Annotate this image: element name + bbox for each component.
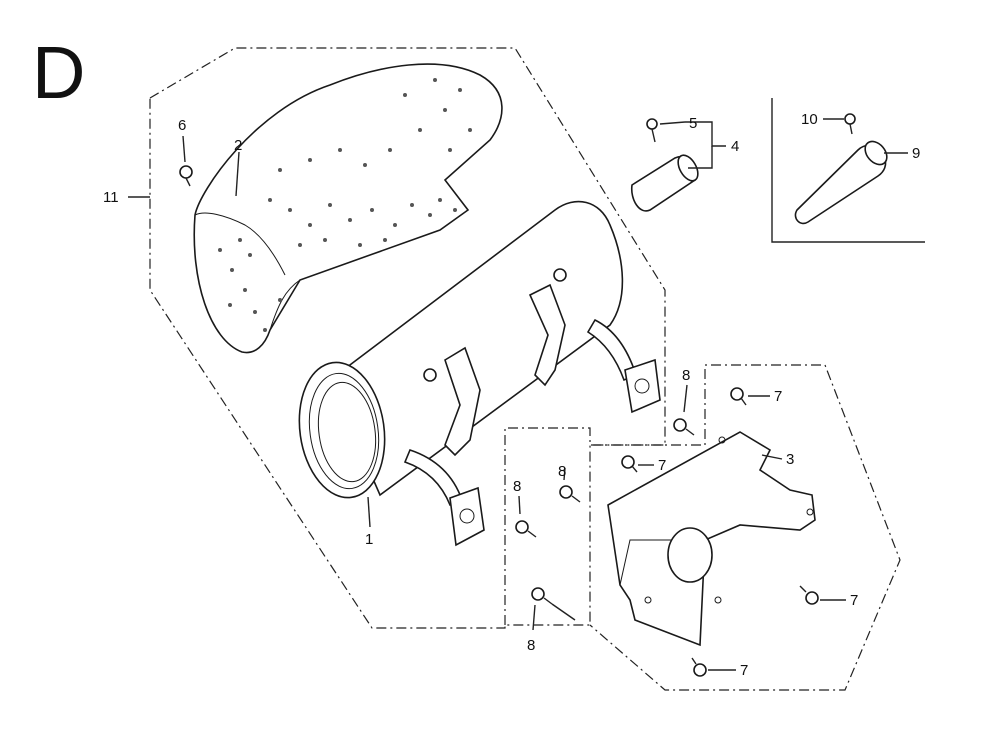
muffler-body <box>298 200 661 547</box>
callout-7d: 7 <box>740 662 748 679</box>
callout-7c: 7 <box>850 592 858 609</box>
leader-lines <box>128 118 908 671</box>
section-letter: D <box>32 31 85 114</box>
callout-10: 10 <box>801 111 818 128</box>
callout-2: 2 <box>234 137 242 154</box>
muffler-protector <box>607 431 816 647</box>
bolt-8c <box>515 520 537 538</box>
bracket-outline <box>504 364 901 691</box>
callout-8a: 8 <box>682 367 690 384</box>
heat-shield <box>193 63 503 354</box>
bolt-7b <box>621 455 638 473</box>
inset-box <box>771 98 925 243</box>
bolt-7d <box>691 657 707 677</box>
bolt-7c <box>799 585 819 605</box>
screw-10 <box>844 113 856 135</box>
callout-11: 11 <box>103 189 119 206</box>
callout-8d: 8 <box>527 637 535 654</box>
spark-arrester-screen-9 <box>794 140 888 225</box>
spark-arrester <box>630 154 699 212</box>
callout-5: 5 <box>689 115 697 132</box>
bolt-8d <box>531 587 553 605</box>
bolt-6 <box>179 165 193 187</box>
bolt-8b <box>559 485 581 503</box>
bolt-7a <box>730 387 747 406</box>
callout-4: 4 <box>731 138 739 155</box>
callout-1: 1 <box>365 531 373 548</box>
bolt-8a <box>673 418 695 436</box>
callout-8c: 8 <box>513 478 521 495</box>
screw-5 <box>646 118 658 143</box>
callout-3: 3 <box>786 451 794 468</box>
callout-6: 6 <box>178 117 186 134</box>
assembly-outline-11 <box>149 47 666 629</box>
callout-7a: 7 <box>774 388 782 405</box>
callout-7b: 7 <box>658 457 666 474</box>
callout-9: 9 <box>912 145 920 162</box>
callout-8b: 8 <box>558 463 566 480</box>
